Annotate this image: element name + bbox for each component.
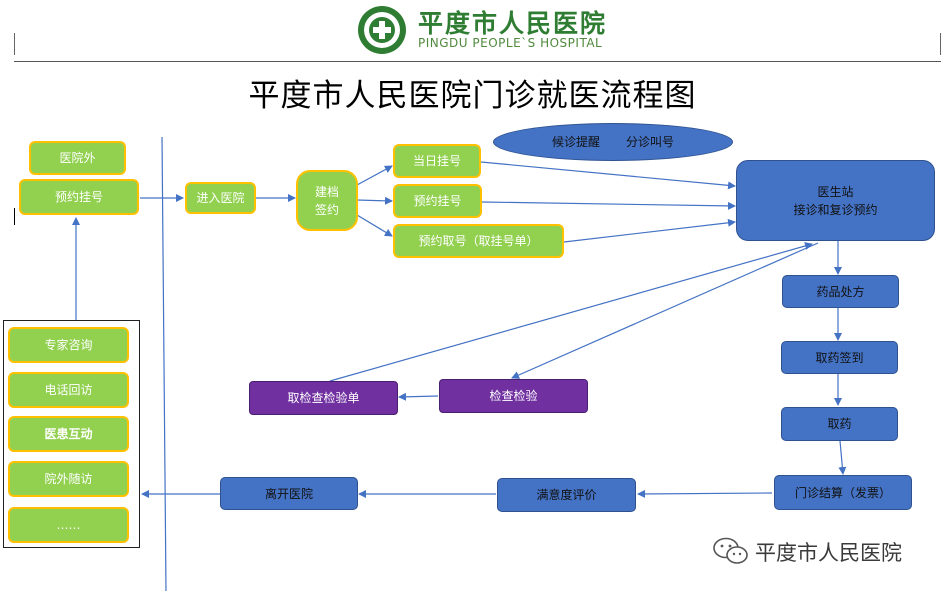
followup-item-more: …… [8,507,129,543]
register-sign-line2: 签约 [314,202,339,217]
arrow-exam-to-report [398,392,439,401]
medicine-checkin-node: 取药签到 [781,341,898,374]
prescription-node: 药品处方 [782,275,899,308]
waiting-call-ellipse: 候诊提醒 分诊叫号 [493,123,733,161]
divider-line [161,136,167,591]
leave-hospital-node: 离开医院 [220,477,358,510]
followup-item-interaction: 医患互动 [8,416,129,452]
doctor-station-title: 医生站 [817,184,854,199]
arrow-register-to-reserve [356,196,393,205]
arrow-sameday-to-doctor [480,161,736,190]
triage-call-label: 分诊叫号 [626,135,675,149]
header-corner-left [14,33,15,55]
arrow-settlement-to-satisfaction [637,489,773,498]
register-sign-line1: 建档 [314,184,339,199]
take-medicine-node: 取药 [781,407,898,441]
hospital-name-en: PINGDU PEOPLE`S HOSPITAL [418,36,603,50]
wechat-icon [712,536,750,566]
enter-hospital-node: 进入医院 [185,182,256,214]
arrow-take-to-settlement [838,440,847,475]
arrow-register-to-pickup [356,214,393,237]
outside-hospital-node: 医院外 [29,141,126,175]
arrow-register-to-sameday [356,165,393,186]
satisfaction-node: 满意度评价 [497,478,636,512]
pickup-ticket-node: 预约取号（取挂号单） [393,224,564,258]
appointment-node: 预约挂号 [19,179,139,215]
followup-item-phone: 电话回访 [8,372,129,408]
hospital-name-cn: 平度市人民医院 [418,9,608,38]
exam-report-node: 取检查检验单 [249,381,398,415]
arrow-pickup-to-doctor [563,218,736,243]
followup-item-expert: 专家咨询 [8,327,129,363]
register-sign-node: 建档 签约 [296,170,358,231]
arrow-doctor-to-exam [511,242,819,379]
waiting-reminder-label: 候诊提醒 [551,135,600,149]
header-divider [14,61,941,62]
text-cursor [14,208,15,225]
page-title: 平度市人民医院门诊就医流程图 [248,78,697,114]
doctor-station-subtitle: 接诊和复诊预约 [793,202,878,217]
reserve-registration-node: 预约挂号 [393,184,482,218]
header-corner-right [940,33,941,55]
hospital-logo-icon [356,4,408,56]
arrow-reserve-to-doctor [481,201,736,210]
watermark-text: 平度市人民医院 [755,541,902,565]
same-day-registration-node: 当日挂号 [393,144,481,178]
exam-node: 检查检验 [439,379,588,413]
settlement-node: 门诊结算（发票） [774,475,912,510]
doctor-station-node: 医生站 接诊和复诊预约 [736,160,935,241]
followup-item-visit: 院外随访 [8,461,129,497]
arrow-report-to-doctor [329,242,813,382]
